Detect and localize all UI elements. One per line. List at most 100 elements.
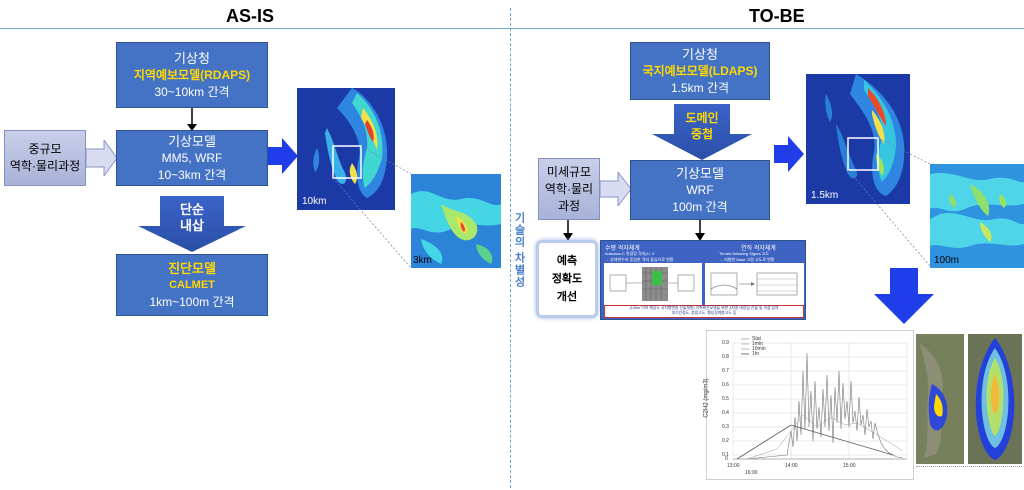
chart-series-1min: [746, 352, 904, 460]
result-map-axis-ticks: [916, 466, 1022, 473]
xtick-0: 13:00: [727, 463, 740, 469]
grid-n1: → 상태변수와 동일한 격자 중심으로 변환: [605, 257, 674, 262]
tobe-improve-l1: 예측: [556, 255, 578, 267]
xtick-2: 15:00: [843, 463, 856, 469]
tobe-zoom-label: 100m: [934, 255, 960, 266]
asis-kma-l1: 기상청: [174, 50, 210, 66]
chart-legend: [741, 338, 749, 355]
ytick-5: 0.4: [722, 410, 729, 416]
legend-label-1: 1min: [752, 341, 763, 347]
grid-s1: Arakawa-C 엇갈림 격자(U, V: [605, 251, 655, 256]
asis-meso-box: 중규모 역학·물리과정: [4, 130, 86, 186]
asis-met-l2: MM5, WRF: [161, 150, 223, 165]
tobe-improve-l2: 정확도: [551, 273, 583, 285]
tobe-vertical-text: 기술의 차별성: [513, 212, 525, 289]
chart-svg: [732, 338, 908, 460]
tobe-kma-l3: 1.5km 간격: [670, 80, 730, 95]
legend-label-2: 10min: [752, 346, 766, 352]
tobe-micro-arrow: [600, 172, 632, 206]
asis-interp-label: 단순 내삽: [172, 202, 212, 234]
asis-diag-box: 진단모델 CALMET 1km~100m 간격: [116, 254, 268, 316]
tobe-zoom-lines: [848, 138, 931, 267]
section-divider: [510, 8, 511, 488]
ytick-1: 0.8: [722, 354, 729, 360]
chart-gridlines: [732, 342, 908, 459]
chart-series-10min: [746, 414, 904, 460]
tobe-domain-label: 도메인 중첩: [680, 110, 724, 142]
tobe-domain-arrow: [652, 104, 752, 160]
asis-met-l1: 기상모델: [168, 133, 216, 149]
tobe-micro-l1: 미세규모: [546, 164, 592, 179]
tobe-grid-panel: 수평 격자체계 연직 격자체계 Arakawa-C 엇갈림 격자(U, V Te…: [600, 240, 806, 320]
grid-foot1: (100m 이하 해상도 국지형변환 산출개발) 악취확산모델을 위한 3차원 …: [629, 306, 779, 310]
header-divider: [0, 28, 1024, 29]
tobe-down-arrow-micro: [563, 220, 573, 241]
asis-map: [297, 88, 395, 210]
asis-map-label: 10km: [302, 196, 327, 207]
tobe-right-arrow: [774, 136, 804, 172]
asis-down-arrow-1: [187, 108, 197, 131]
legend-label-0: Stat: [752, 336, 761, 342]
asis-kma-l2: 지역예보모델(RDAPS): [133, 67, 251, 82]
asis-right-arrow: [268, 138, 298, 174]
tobe-domain-l2: 중첩: [690, 127, 714, 141]
asis-interp-l1: 단순: [180, 202, 204, 217]
tobe-improve-l3: 개선: [556, 291, 578, 303]
tobe-title: TO-BE: [749, 6, 805, 26]
tobe-met-box: 기상모델 WRF 100m 간격: [630, 160, 770, 220]
asis-zoom-label: 3km: [413, 255, 432, 266]
tobe-map-label: 1.5km: [811, 190, 839, 201]
tobe-improve-box: 예측 정확도 개선: [536, 240, 598, 318]
asis-kma-box: 기상청 지역예보모델(RDAPS) 30~10km 간격: [116, 42, 268, 108]
grid-image-right: [705, 263, 804, 305]
tobe-result-map-2: [968, 334, 1022, 464]
grid-foot2: 대기안정도, 혼합고도, 행성경계층고도 등: [671, 311, 737, 315]
xtick-1: 14:00: [785, 463, 798, 469]
asis-diag-l3: 1km~100m 간격: [149, 294, 235, 309]
grid-image-left: [604, 263, 702, 305]
tobe-met-l2: WRF: [686, 182, 714, 197]
tobe-met-l1: 기상모델: [676, 165, 724, 181]
asis-diag-l2: CALMET: [169, 278, 215, 291]
asis-meso-arrow: [86, 140, 118, 176]
asis-met-l3: 10~3km 간격: [157, 167, 227, 182]
asis-zoom-map: [411, 174, 501, 268]
asis-met-box: 기상모델 MM5, WRF 10~3km 간격: [116, 130, 268, 186]
asis-interp-arrow: [138, 196, 246, 252]
asis-interp-l2: 내삽: [180, 218, 204, 233]
tobe-micro-l3: 과정: [557, 198, 581, 213]
asis-meso-l1: 중규모: [28, 142, 62, 156]
asis-zoom-lines: [333, 146, 412, 269]
asis-meso-l2: 역학·물리과정: [9, 159, 81, 173]
tobe-map: [806, 74, 910, 204]
tobe-micro-box: 미세규모 역학·물리 과정: [538, 158, 600, 220]
tobe-micro-l2: 역학·물리: [544, 181, 594, 196]
grid-h1: 수평 격자체계: [605, 246, 640, 252]
grid-h2: 연직 격자체계: [741, 246, 776, 252]
tobe-zoom-map: [930, 164, 1024, 268]
ytick-9: 0: [725, 456, 728, 462]
grid-n2: → 지형한 Base 고정 고도로 변환: [719, 257, 775, 262]
asis-diag-l1: 진단모델: [168, 260, 216, 276]
grid-foot-bar: (100m 이하 해상도 국지형변환 산출개발) 악취확산모델을 위한 3차원 …: [604, 305, 804, 318]
chart-ylabel: C2H2 (mg/m3): [703, 378, 710, 418]
tobe-kma-l1: 기상청: [682, 46, 718, 62]
legend-label-3: 1hr: [752, 351, 760, 357]
tobe-domain-l1: 도메인: [685, 111, 719, 125]
asis-kma-l3: 30~10km 간격: [154, 84, 230, 99]
tobe-result-map-1: [916, 334, 964, 464]
tobe-met-l3: 100m 간격: [672, 199, 728, 214]
tobe-kma-l2: 국지예보모델(LDAPS): [642, 63, 758, 78]
grid-s2: Terrain-following Sigma 고도: [719, 251, 770, 256]
ytick-0: 0.9: [722, 340, 729, 346]
ytick-3: 0.6: [722, 382, 729, 388]
tobe-down-arrow-met: [695, 220, 705, 241]
ytick-7: 0.2: [722, 438, 729, 444]
ytick-8: 0.1: [722, 452, 729, 458]
ytick-6: 0.3: [722, 424, 729, 430]
tobe-kma-box: 기상청 국지예보모델(LDAPS) 1.5km 간격: [630, 42, 770, 100]
xtick-sub: 16:00: [745, 470, 758, 476]
chart-series-1hr: [736, 424, 894, 460]
ytick-2: 0.7: [722, 368, 729, 374]
tobe-big-down-arrow: [874, 268, 934, 324]
